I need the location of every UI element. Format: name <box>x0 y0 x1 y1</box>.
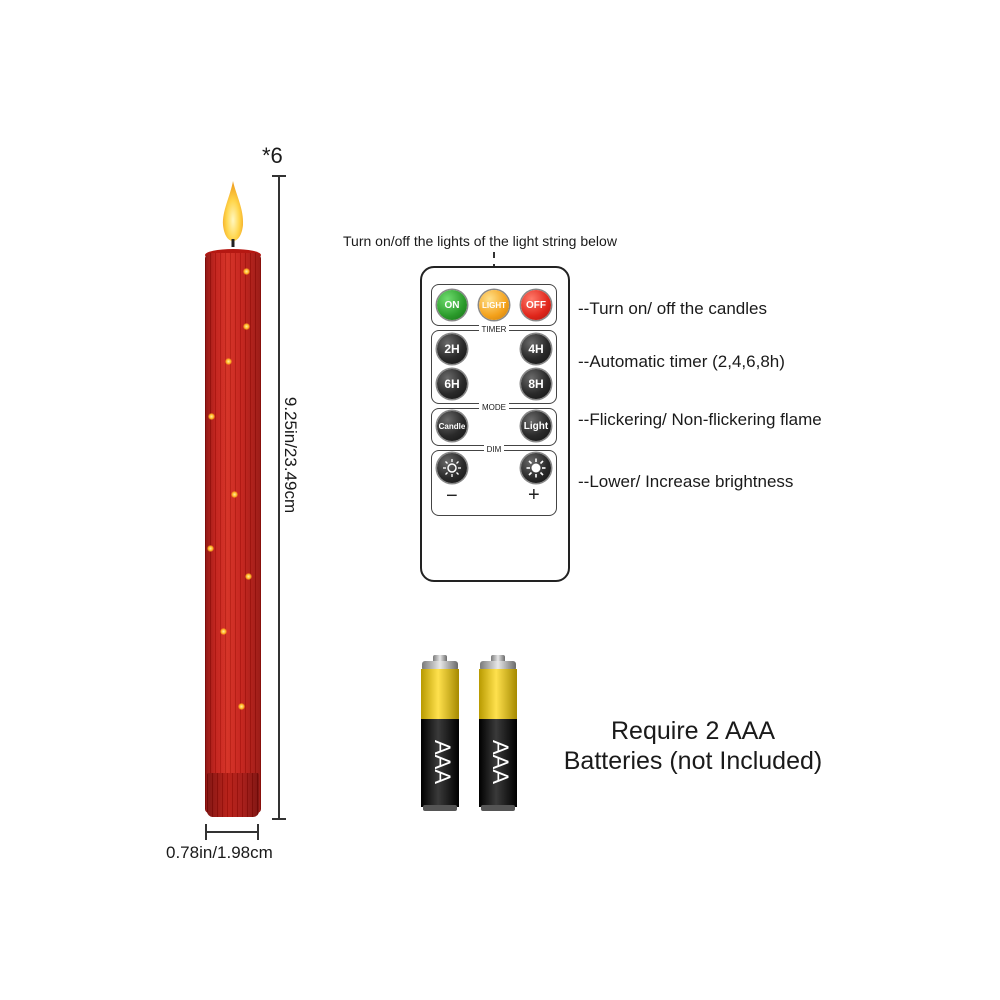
battery-note: Require 2 AAA Batteries (not Included) <box>543 716 843 776</box>
timer-2h-button[interactable]: 2H <box>437 334 467 364</box>
battery-text-1: AAA <box>430 740 455 785</box>
width-dimension-line <box>205 824 259 840</box>
function-label-dim: --Lower/ Increase brightness <box>578 472 794 491</box>
candle-mode-button[interactable]: Candle <box>437 411 467 441</box>
candle-base <box>207 773 259 817</box>
flame-icon <box>222 181 244 247</box>
sun-outline-icon <box>443 459 461 477</box>
light-mode-button[interactable]: Light <box>521 411 551 441</box>
remote-control: ON LIGHT OFF TIMER 2H 4H 6H 8H MODE Cand… <box>420 266 570 582</box>
quantity-label: *6 <box>262 143 283 168</box>
aaa-battery-icon <box>479 655 517 811</box>
on-button[interactable]: ON <box>437 290 467 320</box>
battery-note-line1: Require 2 AAA <box>611 717 775 745</box>
plus-sign: + <box>528 484 540 506</box>
timer-4h-button[interactable]: 4H <box>521 334 551 364</box>
mode-title: MODE <box>479 403 509 412</box>
width-label: 0.78in/1.98cm <box>166 843 273 862</box>
light-button[interactable]: LIGHT <box>479 290 509 320</box>
function-label-power: --Turn on/ off the candles <box>578 299 767 318</box>
sun-filled-icon <box>526 458 546 478</box>
minus-sign: − <box>446 485 458 507</box>
mode-group: MODE Candle Light <box>431 403 557 446</box>
aaa-battery-icon <box>421 655 459 811</box>
height-label: 9.25in/23.49cm <box>281 396 300 514</box>
caption-pointer <box>493 252 495 270</box>
off-button[interactable]: OFF <box>521 290 551 320</box>
power-group: ON LIGHT OFF <box>431 284 557 326</box>
function-label-mode: --Flickering/ Non-flickering flame <box>578 410 822 429</box>
dim-up-button[interactable] <box>521 453 551 483</box>
timer-8h-button[interactable]: 8H <box>521 369 551 399</box>
height-dimension-line <box>272 175 286 820</box>
timer-group: TIMER 2H 4H 6H 8H <box>431 325 557 404</box>
battery-text-2: AAA <box>488 740 513 785</box>
candle-body <box>205 253 261 813</box>
dim-title: DIM <box>483 445 505 454</box>
candle <box>195 175 275 825</box>
timer-title: TIMER <box>478 325 510 334</box>
dim-down-button[interactable] <box>437 453 467 483</box>
remote-caption: Turn on/off the lights of the light stri… <box>343 233 617 249</box>
dim-group: DIM − <box>431 445 557 516</box>
timer-6h-button[interactable]: 6H <box>437 369 467 399</box>
function-label-timer: --Automatic timer (2,4,6,8h) <box>578 352 785 371</box>
battery-note-line2: Batteries (not Included) <box>563 747 823 775</box>
